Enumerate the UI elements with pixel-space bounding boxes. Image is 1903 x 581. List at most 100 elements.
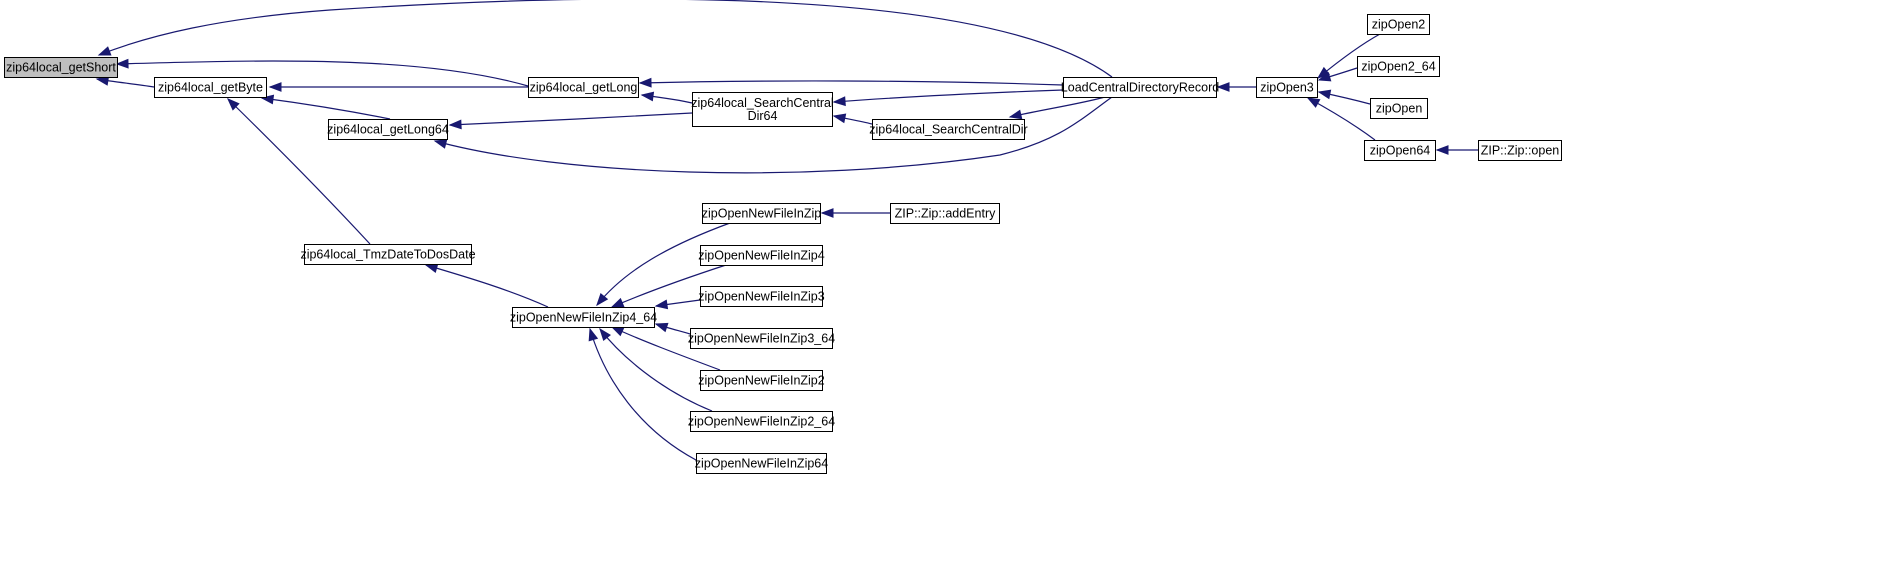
node-label: zip64local_TmzDateToDosDate — [300, 248, 475, 262]
node-zipOpen2_64[interactable]: zipOpen2_64 — [1357, 56, 1440, 77]
edge-searchCentralDir64-to-getLong — [640, 91, 693, 104]
node-zipOpenNewFileInZip3[interactable]: zipOpenNewFileInZip3 — [698, 286, 825, 307]
node-zipOpenNewFileInZip2[interactable]: zipOpenNewFileInZip2 — [698, 370, 825, 391]
arrowhead — [268, 82, 282, 92]
edge-line — [596, 222, 731, 306]
edges-layer — [95, 0, 1478, 461]
edge-loadCentralDirectoryRecord-to-getLong — [638, 77, 1064, 88]
node-getShort[interactable]: zip64local_getShort — [4, 57, 118, 78]
node-box — [304, 244, 472, 265]
edge-line — [98, 0, 1113, 78]
node-zipZipAddEntry[interactable]: ZIP::Zip::addEntry — [890, 203, 1000, 224]
edge-loadCentralDirectoryRecord-to-searchCentralDir64 — [832, 89, 1064, 107]
node-box — [154, 77, 267, 98]
arrowhead — [1317, 71, 1332, 82]
node-box — [692, 92, 833, 127]
arrowhead — [610, 297, 625, 308]
node-box — [528, 77, 639, 98]
edge-zipOpenNewFileInZip-to-zipOpenNewFileInZip4_64 — [596, 222, 731, 307]
node-zipOpen64[interactable]: zipOpen64 — [1364, 140, 1436, 161]
node-label: ZIP::Zip::open — [1481, 144, 1560, 158]
arrowhead — [596, 293, 609, 307]
arrowhead — [654, 322, 669, 333]
arrowhead — [599, 327, 611, 342]
arrowhead — [832, 113, 847, 124]
node-zipOpenNewFileInZip4[interactable]: zipOpenNewFileInZip4 — [698, 245, 825, 266]
node-label: zip64local_getLong — [530, 81, 638, 95]
node-zipOpenNewFileInZip[interactable]: zipOpenNewFileInZip — [702, 203, 822, 224]
node-box — [702, 203, 821, 224]
node-box — [1063, 77, 1217, 98]
arrowhead — [115, 58, 129, 69]
node-label: zipOpen2 — [1372, 18, 1426, 32]
arrowhead — [1317, 89, 1332, 100]
edge-line — [261, 97, 391, 120]
edge-getLong-to-getByte — [268, 82, 528, 92]
arrowhead — [588, 327, 599, 342]
node-loadCentralDirectoryRecord[interactable]: LoadCentralDirectoryRecord — [1061, 77, 1219, 98]
node-zipZipOpen[interactable]: ZIP::Zip::open — [1478, 140, 1562, 161]
edge-getLong64-to-getByte — [260, 94, 391, 120]
node-label: zipOpen2_64 — [1361, 60, 1435, 74]
node-label: Dir64 — [748, 109, 778, 123]
edge-searchCentralDir-to-searchCentralDir64 — [832, 113, 873, 125]
node-zipOpenNewFileInZip2_64[interactable]: zipOpenNewFileInZip2_64 — [688, 411, 835, 432]
node-label: zipOpenNewFileInZip3_64 — [688, 332, 835, 346]
edge-zipOpenNewFileInZip4-to-zipOpenNewFileInZip4_64 — [610, 264, 727, 308]
node-searchCentralDir[interactable]: zip64local_SearchCentralDir — [869, 119, 1028, 140]
node-getLong[interactable]: zip64local_getLong — [528, 77, 639, 98]
node-box — [1370, 98, 1428, 119]
edge-line — [1009, 96, 1106, 118]
node-zipOpenNewFileInZip64[interactable]: zipOpenNewFileInZip64 — [695, 453, 828, 474]
root-node-box — [4, 57, 118, 78]
edge-loadCentralDirectoryRecord-to-getShort — [97, 0, 1113, 78]
node-box — [690, 411, 833, 432]
node-box — [1478, 140, 1562, 161]
node-box — [512, 307, 655, 328]
node-box — [700, 286, 823, 307]
edge-zipOpen2_64-to-zipOpen3 — [1317, 67, 1358, 82]
node-label: zipOpenNewFileInZip3 — [698, 290, 824, 304]
node-getByte[interactable]: zip64local_getByte — [154, 77, 267, 98]
edge-line — [1307, 97, 1376, 141]
arrowhead — [640, 91, 655, 102]
node-label: zipOpen3 — [1260, 81, 1314, 95]
edge-zipOpen-to-zipOpen3 — [1317, 89, 1371, 105]
node-zipOpen[interactable]: zipOpen — [1370, 98, 1428, 119]
arrowhead — [448, 119, 462, 130]
arrowhead — [97, 46, 112, 56]
node-box — [696, 453, 827, 474]
edge-line — [434, 96, 1113, 174]
arrowhead — [424, 263, 439, 273]
node-label: zip64local_getLong64 — [327, 123, 449, 137]
arrowhead — [654, 299, 669, 310]
edge-line — [449, 112, 693, 126]
node-label: zipOpenNewFileInZip2_64 — [688, 415, 835, 429]
node-zipOpenNewFileInZip3_64[interactable]: zipOpenNewFileInZip3_64 — [688, 328, 835, 349]
arrowhead — [227, 98, 240, 111]
node-label: zipOpenNewFileInZip4 — [698, 249, 824, 263]
node-label: zip64local_SearchCentralDir — [869, 123, 1027, 137]
node-box — [1357, 56, 1440, 77]
node-zipOpen2[interactable]: zipOpen2 — [1367, 14, 1430, 35]
edge-loadCentralDirectoryRecord-to-getLong64 — [433, 96, 1113, 174]
node-getLong64[interactable]: zip64local_getLong64 — [327, 119, 449, 140]
edge-line — [589, 328, 697, 461]
edge-tmzDateToDosDate-to-getByte — [227, 98, 371, 245]
node-tmzDateToDosDate[interactable]: zip64local_TmzDateToDosDate — [300, 244, 476, 265]
node-zipOpenNewFileInZip4_64[interactable]: zipOpenNewFileInZip4_64 — [510, 307, 657, 328]
node-zipOpen3[interactable]: zipOpen3 — [1256, 77, 1318, 98]
arrowhead — [1435, 145, 1449, 155]
node-label: zip64local_SearchCentral — [691, 96, 833, 110]
node-box — [690, 328, 833, 349]
node-box — [872, 119, 1025, 140]
node-label: zipOpenNewFileInZip — [702, 207, 822, 221]
node-label: zipOpen — [1376, 102, 1423, 116]
edge-zipOpenNewFileInZip64-to-zipOpenNewFileInZip4_64 — [588, 327, 697, 461]
arrowhead — [638, 77, 652, 88]
node-label: zip64local_getShort — [6, 61, 116, 75]
arrowhead — [1216, 82, 1230, 92]
node-box — [890, 203, 1000, 224]
